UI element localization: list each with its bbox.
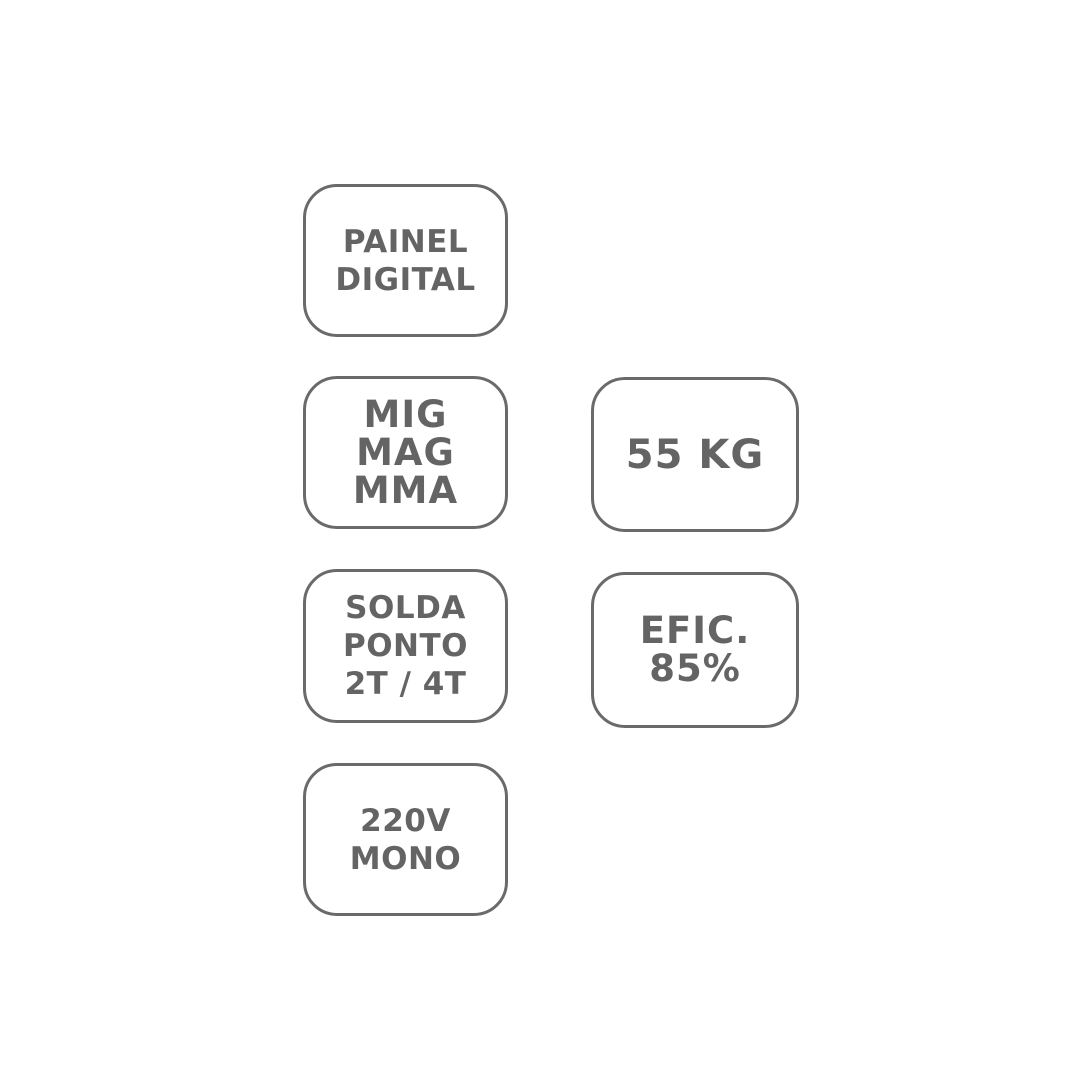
badge-line: MIG bbox=[363, 392, 448, 436]
weight-label: 55 KG bbox=[626, 435, 764, 475]
badge-line: MMA bbox=[352, 468, 459, 512]
weight-badge: 55 KG bbox=[591, 377, 799, 532]
badge-line: MONO bbox=[349, 840, 462, 877]
badge-line: EFIC. bbox=[639, 609, 751, 652]
welding-process-label: MIG MAG MMA bbox=[352, 392, 459, 512]
efficiency-label: EFIC. 85% bbox=[640, 612, 751, 688]
voltage-badge: 220V MONO bbox=[303, 763, 508, 916]
welding-process-badge: MIG MAG MMA bbox=[303, 376, 508, 529]
badge-line: DIGITAL bbox=[335, 261, 476, 298]
badge-line: 2T / 4T bbox=[344, 666, 467, 702]
solda-ponto-label: SOLDA PONTO 2T / 4T bbox=[343, 589, 468, 703]
painel-digital-badge: PAINEL DIGITAL bbox=[303, 184, 508, 337]
badge-line: 220V bbox=[360, 802, 451, 839]
solda-ponto-badge: SOLDA PONTO 2T / 4T bbox=[303, 569, 508, 723]
badge-line: PONTO bbox=[342, 628, 469, 664]
badge-line: PAINEL bbox=[342, 223, 469, 260]
painel-digital-label: PAINEL DIGITAL bbox=[335, 223, 475, 299]
badge-line: SOLDA bbox=[345, 590, 466, 626]
badge-line: 85% bbox=[649, 647, 741, 690]
voltage-label: 220V MONO bbox=[350, 802, 462, 878]
badge-line: 55 KG bbox=[625, 431, 765, 478]
badge-line: MAG bbox=[356, 430, 455, 474]
efficiency-badge: EFIC. 85% bbox=[591, 572, 799, 728]
